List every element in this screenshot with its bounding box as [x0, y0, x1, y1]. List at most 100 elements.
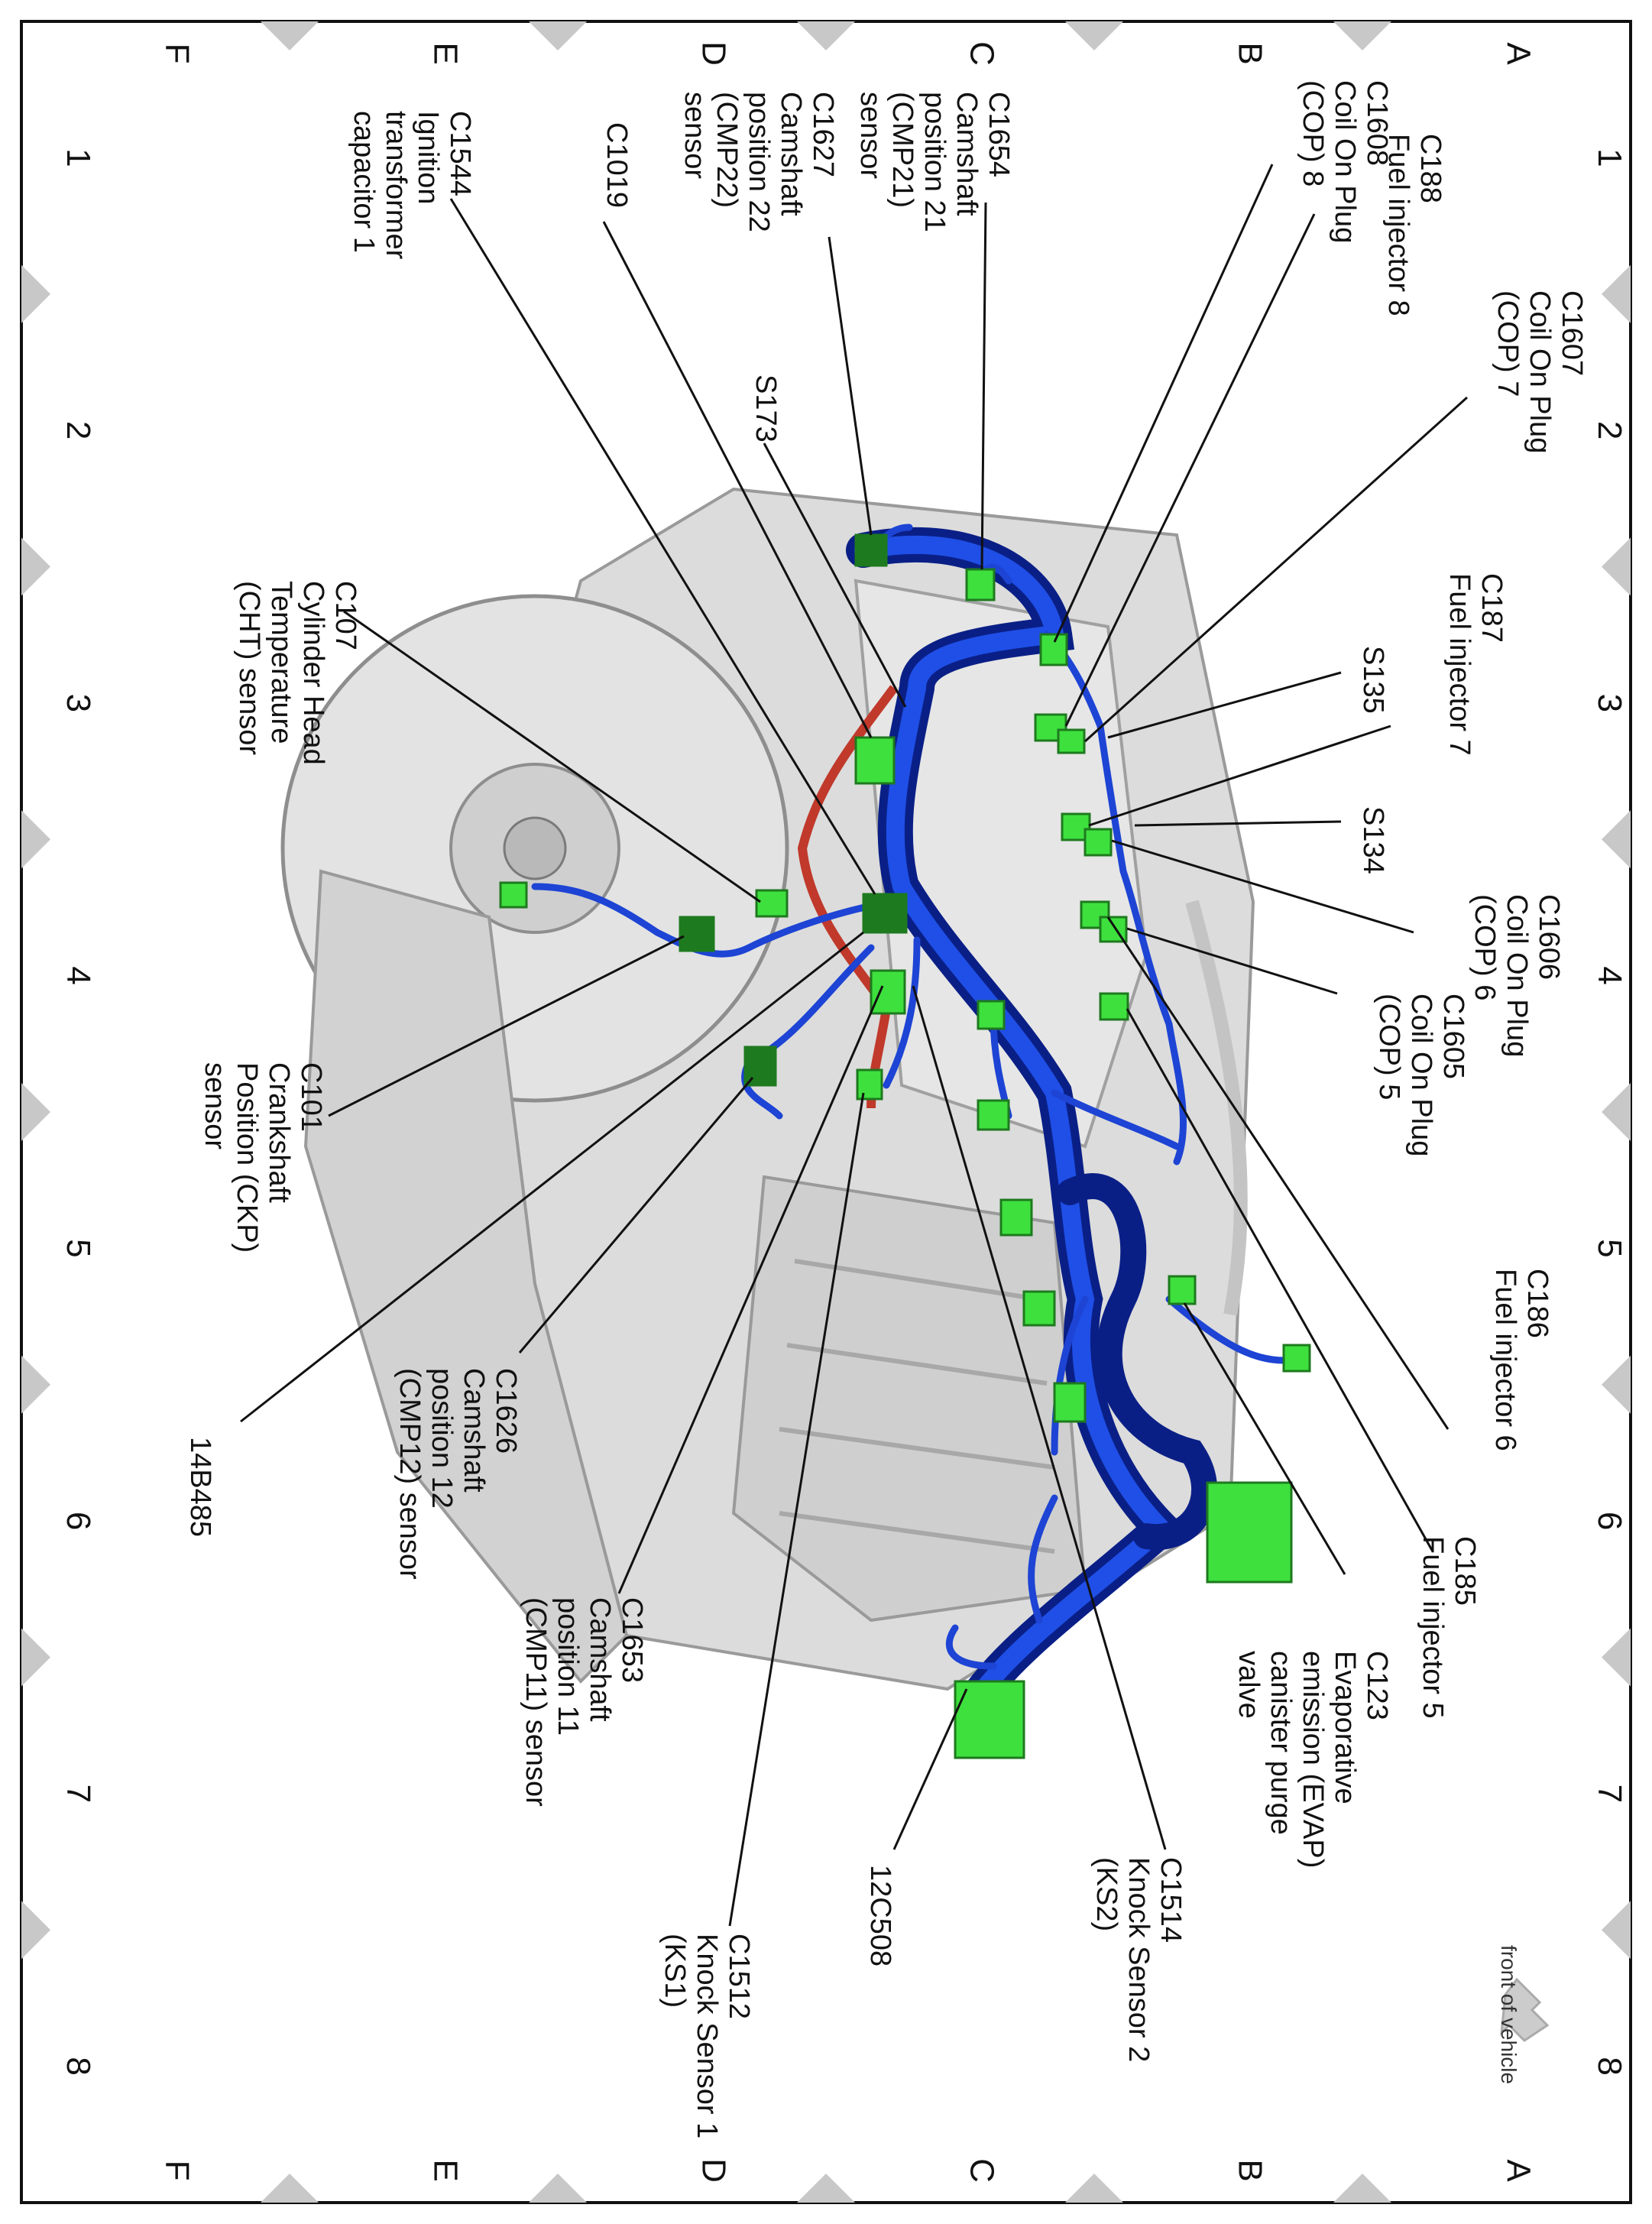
connector-injector-c — [1022, 1290, 1056, 1327]
leader-c1606 — [1111, 839, 1414, 934]
leader-c1627 — [828, 236, 873, 536]
leader-12c508 — [892, 1688, 968, 1850]
label-c1514: C1514Knock Sensor 2(KS2) — [1090, 1857, 1187, 2062]
grid-tick-marks — [21, 21, 1631, 2203]
grid-letter-bottom: C — [964, 2158, 1001, 2183]
label-c107: C107Cylinder HeadTemperature(CHT) sensor — [233, 581, 361, 765]
connector-c185 — [1099, 992, 1129, 1021]
grid-number-left: 8 — [60, 2057, 97, 2075]
grid-letter-bottom: A — [1500, 2159, 1537, 2182]
label-c1019: C1019 — [601, 122, 633, 208]
connector-c1607 — [1057, 728, 1086, 754]
label-c1608: C1608Coil On Plug(COP) 8 — [1297, 80, 1393, 243]
label-c101: C101CrankshaftPosition (CKP)sensor — [199, 1062, 327, 1253]
grid-number-left: 1 — [60, 148, 97, 167]
grid-tick-left — [21, 1628, 50, 1687]
connector-c107 — [755, 889, 789, 918]
connector-ckp-end — [499, 881, 528, 909]
connector-evap-end — [1282, 1344, 1311, 1373]
grid-number-left: 5 — [60, 1239, 97, 1257]
grid-number-right: 8 — [1591, 2057, 1628, 2075]
connector-c1544 — [862, 893, 908, 934]
front-arrow-icon — [1500, 1977, 1550, 2042]
grid-letter-top: F — [159, 44, 196, 64]
leader-c1019 — [602, 221, 873, 738]
leader-c186 — [1106, 916, 1450, 1430]
grid-number-right: 6 — [1591, 1512, 1628, 1530]
leader-c1654 — [980, 202, 987, 570]
label-c186: C186Fuel injector 6 — [1489, 1269, 1553, 1451]
fuel-rail-pipe — [1185, 900, 1248, 1316]
label-s134: S134 — [1357, 806, 1389, 874]
connector-c1653 — [870, 969, 906, 1015]
grid-letter-top: A — [1500, 42, 1537, 65]
leader-c101 — [328, 935, 685, 1117]
grid-tick-right — [1602, 1083, 1631, 1141]
grid-number-left: 7 — [60, 1785, 97, 1803]
connector-c1654 — [965, 568, 996, 601]
leader-c107 — [343, 610, 761, 903]
grid-tick-left — [21, 1083, 50, 1141]
label-c1607: C1607Coil On Plug(COP) 7 — [1492, 290, 1588, 453]
connector-injector-d — [1053, 1382, 1087, 1423]
leader-c188 — [1064, 213, 1316, 727]
front-of-vehicle-indicator: front of vehicle — [1497, 1945, 1550, 2084]
label-c187: C187Fuel injector 7 — [1443, 573, 1508, 756]
grid-tick-top — [797, 21, 855, 50]
leader-c1605 — [1126, 927, 1338, 995]
grid-tick-bottom — [1333, 2174, 1391, 2203]
label-c1654: C1654Camshaftposition 21(CMP21)sensor — [854, 92, 1015, 232]
grid-tick-right — [1602, 1628, 1631, 1687]
grid-tick-left — [21, 810, 50, 869]
callout-labels: C188Fuel injector 8 C1607Coil On Plug(CO… — [184, 80, 1588, 2138]
label-c1606: C1606Coil On Plug(COP) 6 — [1469, 894, 1565, 1057]
grid-number-left: 3 — [60, 694, 97, 712]
oil-pan — [303, 869, 629, 1684]
grid-tick-top — [261, 21, 319, 50]
grid-letter-top: D — [695, 41, 733, 66]
leader-s134 — [1134, 820, 1342, 827]
leader-c185 — [1126, 1008, 1434, 1552]
label-c185: C185Fuel injector 5 — [1417, 1536, 1481, 1719]
label-c188: C188Fuel injector 8 — [1382, 134, 1446, 316]
grid-tick-top — [529, 21, 587, 50]
leader-c1514 — [912, 985, 1167, 1850]
grid-letter-top: C — [964, 41, 1001, 66]
grid-letter-bottom: E — [427, 2159, 465, 2181]
connector-c1514 — [977, 1000, 1006, 1030]
label-s173: S173 — [750, 374, 782, 443]
harness-loop-bundle — [1057, 1173, 1218, 1551]
label-c1544: C1544Ignitiontransformercapacitor 1 — [348, 111, 476, 260]
grid-tick-left — [21, 264, 50, 323]
grid-number-left: 6 — [60, 1512, 97, 1530]
leader-c1544 — [449, 198, 876, 895]
leader-s135 — [1107, 671, 1342, 739]
grid-tick-bottom — [1065, 2174, 1123, 2203]
leader-c1626 — [518, 1077, 754, 1354]
grid-tick-right — [1602, 1901, 1631, 1960]
grid-tick-top — [1065, 21, 1123, 50]
leader-c123 — [1183, 1302, 1346, 1575]
connector-c187 — [1061, 812, 1091, 841]
label-c1512: C1512Knock Sensor 1(KS1) — [659, 1934, 755, 2138]
leader-c1608 — [1053, 164, 1274, 643]
grid-number-right: 5 — [1591, 1239, 1628, 1257]
connector-c123 — [1168, 1275, 1197, 1305]
grid-number-left: 2 — [60, 421, 97, 439]
connector-c1019 — [854, 736, 896, 785]
grid-tick-left — [21, 1901, 50, 1960]
flywheel-center — [503, 816, 567, 880]
leader-lines — [240, 164, 1469, 1927]
connector-c1512 — [856, 1068, 883, 1101]
grid-tick-right — [1602, 264, 1631, 323]
grid-tick-left — [21, 537, 50, 596]
grid-tick-right — [1602, 810, 1631, 869]
grid-number-left: 4 — [60, 966, 97, 984]
connector-injector-b — [999, 1198, 1033, 1237]
label-c1626: C1626Camshaftposition 12(CMP12) sensor — [394, 1368, 522, 1580]
grid-tick-right — [1602, 537, 1631, 596]
connector-c101 — [679, 916, 715, 952]
grid-letter-top: B — [1232, 42, 1269, 64]
